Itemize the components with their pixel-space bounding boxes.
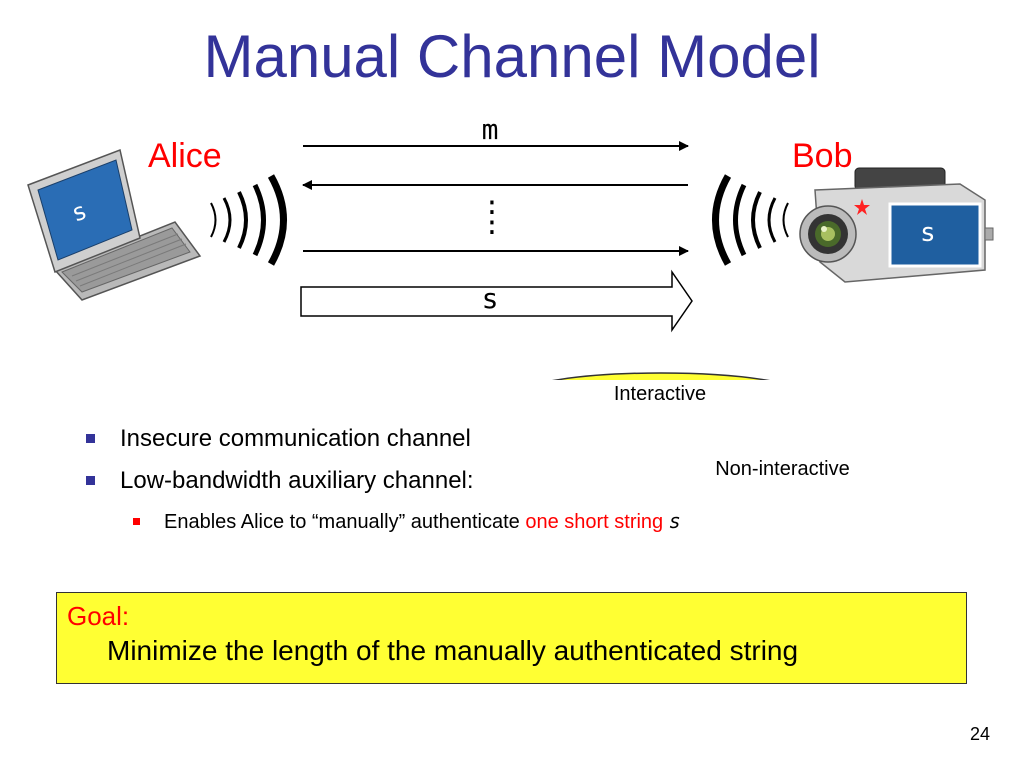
slide-title: Manual Channel Model — [203, 23, 821, 90]
alice-wave-icon — [210, 174, 287, 266]
callout-interactive — [552, 372, 770, 380]
goal-box: Goal: Minimize the length of the manuall… — [56, 592, 967, 684]
auxiliary-channel-arrow — [300, 269, 693, 333]
sub-bullet-item: Enables Alice to “manually” authenticate… — [86, 508, 846, 535]
callout-non-interactive-text: Non-interactive — [715, 458, 850, 480]
camera-screen-text: s — [920, 218, 936, 248]
bullet-list: Insecure communication channel Low-bandw… — [86, 424, 846, 535]
bob-label: Bob — [792, 137, 853, 175]
laptop-icon — [27, 148, 202, 301]
camera-icon — [799, 167, 994, 283]
goal-text: Minimize the length of the manually auth… — [107, 635, 799, 666]
camera-screen — [888, 202, 982, 268]
ellipsis-label: : : — [484, 191, 500, 241]
sub-bullet-marker — [133, 518, 140, 525]
short-string-label: s — [481, 282, 499, 315]
bullet-item: Insecure communication channel — [86, 424, 846, 454]
callout-interactive-text: Interactive — [613, 383, 707, 405]
bullet-item: Low-bandwidth auxiliary channel: — [86, 466, 846, 496]
page-number: 24 — [969, 724, 990, 744]
bullet-marker — [86, 434, 95, 443]
laptop-screen — [37, 159, 133, 261]
alice-label: Alice — [148, 137, 222, 175]
goal-label: Goal: — [67, 601, 130, 631]
bob-wave-icon — [712, 174, 789, 266]
message-label: m — [481, 113, 499, 146]
bullet-marker — [86, 476, 95, 485]
channel-diagram — [27, 141, 994, 380]
